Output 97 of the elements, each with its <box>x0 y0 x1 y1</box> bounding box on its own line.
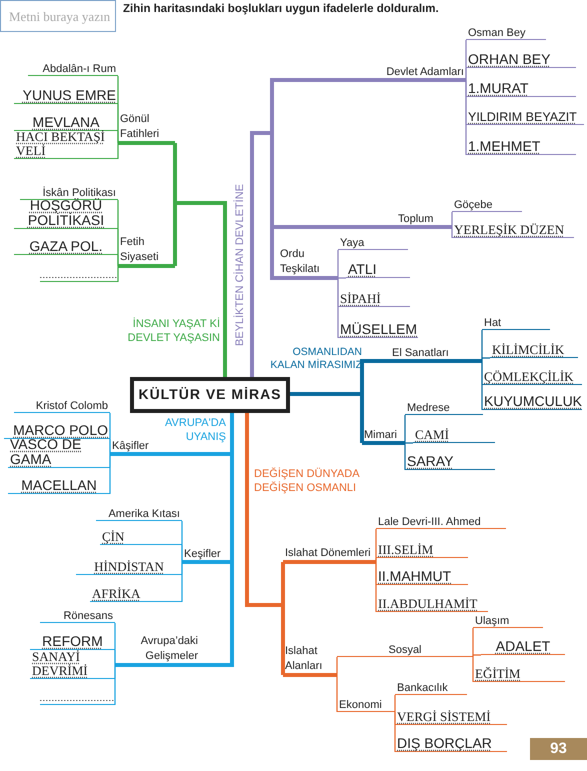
branch-line <box>200 413 234 667</box>
answer-text: KİLİMCİLİK <box>490 340 578 358</box>
branch-line <box>336 656 338 675</box>
topic-label: Bankacılık <box>395 683 467 696</box>
branch-line <box>394 712 396 753</box>
answer-text: YILDIRIM BEYAZIT <box>466 107 584 126</box>
topic-label: Kâşifler <box>110 439 180 456</box>
branch-title: BEYLİKTEN CİHAN DEVLETİNE <box>233 183 247 346</box>
answer-text: GAZA POL. <box>14 237 118 256</box>
branch-line <box>375 557 377 562</box>
branch-line <box>472 654 481 657</box>
branch-line <box>117 254 119 266</box>
branch-title: DEĞİŞEN DÜNYADA DEĞİŞEN OSMANLI <box>254 468 360 496</box>
answer-text: ÇÖMLEKÇİLİK <box>482 367 582 386</box>
branch-line <box>404 414 406 443</box>
branch-line <box>173 201 227 377</box>
subtopic-label: Ordu Teşkilatı <box>278 246 338 280</box>
branch-line <box>337 249 339 278</box>
topic-label: Ekonomi <box>337 698 395 712</box>
answer-text: II.MAHMUT <box>376 567 468 586</box>
answer-text: 1.MURAT <box>466 79 576 98</box>
answer-text: HİNDİSTAN <box>76 557 182 576</box>
branch-line <box>375 562 377 613</box>
answer-text: YERLEŞİK DÜZEN <box>452 219 574 238</box>
topic-label: Osman Bey <box>466 28 546 40</box>
topic-label: Amerika Kıtası <box>96 508 182 522</box>
branch-line <box>181 562 183 603</box>
branch-line <box>404 443 406 471</box>
branch-line <box>472 627 474 657</box>
topic-label: Ulaşım <box>473 616 543 628</box>
topic-box: KÜLTÜR VE MİRAS <box>130 377 290 413</box>
branch-line <box>337 277 346 279</box>
branch-line <box>481 361 483 411</box>
subtopic-label: Gönül Fatihleri <box>118 116 175 145</box>
topic-label: Medrese <box>405 403 483 416</box>
topic-label: Keşifler <box>182 547 228 564</box>
answer-text: MACELLAN <box>8 476 110 494</box>
topic-label: Kristof Colomb <box>14 400 110 414</box>
answer-text: ADALET <box>481 637 565 656</box>
answer-text: ATLI <box>346 260 410 278</box>
subtopic-label: Avrupa’daki Gelişmeler <box>115 637 200 667</box>
branch-line <box>465 80 467 156</box>
branch-line <box>481 357 490 361</box>
answer-text: REFORM <box>30 632 115 650</box>
answer-text: YUNUS EMRE <box>14 86 118 104</box>
topic-label: Toplum <box>396 212 452 229</box>
answer-text: SARAY <box>405 452 495 470</box>
branch-line <box>250 131 278 377</box>
topic-label: Lale Devri-III. Ahmed <box>376 516 506 530</box>
answer-text: MARCO POLO <box>4 421 110 440</box>
answer-text: CAMİ <box>413 425 495 444</box>
branch-line <box>181 544 183 562</box>
answer-text: SİPAHİ <box>338 289 410 308</box>
topic-label: Sosyal <box>337 643 473 658</box>
answer-text: MEVLANA <box>14 113 118 132</box>
topic-label: Rönesans <box>40 611 115 624</box>
answer-text: II.ABDULHAMİT <box>376 594 488 612</box>
branch-line <box>109 454 111 495</box>
branch-line <box>109 438 111 454</box>
branch-line <box>472 657 474 683</box>
branch-line <box>117 143 119 160</box>
answer-text: HACI BEKTAŞİ VELİ <box>14 131 118 160</box>
answer-text: III.SELİM <box>376 540 468 558</box>
branch-line <box>337 278 339 339</box>
topic-label: Abdalân-ı Rum <box>28 64 118 76</box>
input-field: Metni buraya yazın <box>0 0 116 32</box>
answer-text: KUYUMCULUK <box>482 392 582 410</box>
answer-text: ORHAN BEY <box>466 50 576 68</box>
topic-label: El Sanatları <box>390 346 482 363</box>
answer-text: DIŞ BORÇLAR <box>395 734 507 752</box>
branch-line <box>336 675 338 713</box>
branch-line <box>114 649 116 665</box>
subtopic-label: Fetih Siyaseti <box>118 238 175 268</box>
branch-line <box>451 227 453 239</box>
page-number-badge: 93 <box>530 738 587 760</box>
branch-line <box>404 442 413 444</box>
instruction-heading: Zihin haritasındaki boşlukları uygun ifadelerle dolduralım. <box>123 2 439 16</box>
branch-line <box>465 67 467 80</box>
subtopic-label: Islahat Dönemleri <box>283 533 376 564</box>
answer-text: ÇİN <box>100 528 182 546</box>
answer-text: EĞİTİM <box>473 664 565 682</box>
answer-text: VASCO DE GAMA <box>8 440 110 468</box>
branch-title: İNSANI YAŞAT Kİ DEVLET YAŞASIN <box>126 318 220 346</box>
answer-text: SANAYİ DEVRİMİ <box>30 651 115 680</box>
topic-label: Yaya <box>338 238 408 250</box>
answer-text: MÜSELLEM <box>338 320 418 338</box>
branch-line <box>394 694 396 712</box>
subtopic-label: Islahat Alanları <box>283 647 337 677</box>
topic-label: Hat <box>482 318 550 330</box>
branch-line <box>451 211 453 227</box>
topic-label: Mimari <box>362 428 405 445</box>
answer-text: VERGİ SİSTEMİ <box>395 707 507 726</box>
topic-label: Devlet Adamları <box>372 64 466 82</box>
topic-label: Göçebe <box>452 198 522 212</box>
answer-text: 1.MEHMET <box>466 137 576 156</box>
answer-text: AFRİKA <box>90 584 182 602</box>
branch-line <box>117 130 119 143</box>
